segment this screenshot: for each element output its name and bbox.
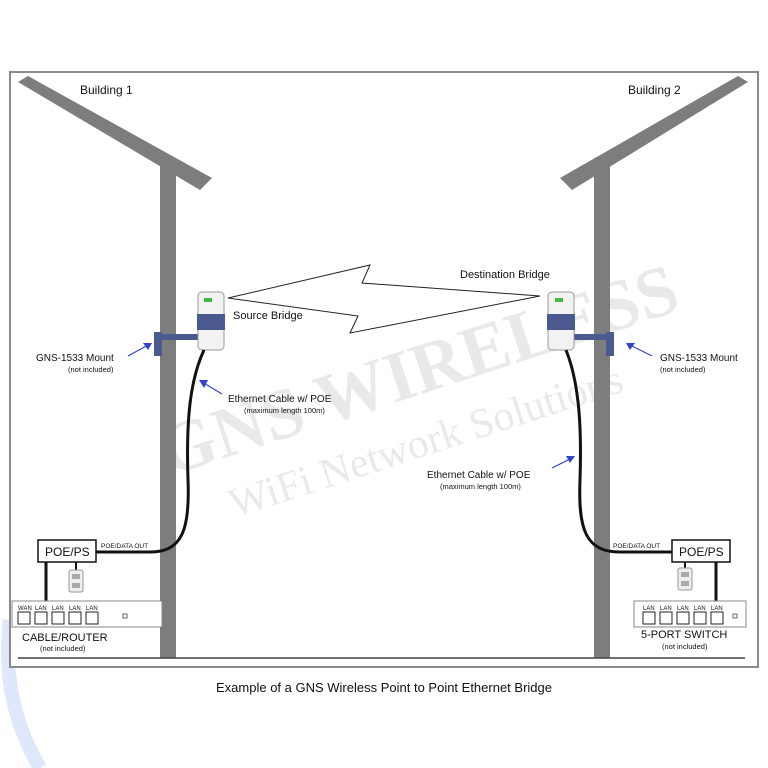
switch-note: (not included) [662,642,708,651]
right-poe-out-label: POE/DATA OUT [613,543,660,550]
switch-port [659,611,673,625]
left-poe-label: POE/PS [45,545,90,559]
router-indicator [122,613,128,619]
wireless-link-icon [227,264,541,334]
left-mount-label: GNS-1533 Mount [36,353,114,364]
switch-port-label: LAN [643,606,655,612]
switch-port-label: LAN [711,606,723,612]
switch-port-label: LAN [677,606,689,612]
router-port-label: LAN [86,606,98,612]
left-ethernet-cable [96,349,206,554]
router-port [68,611,82,625]
switch-port [676,611,690,625]
router-port [85,611,99,625]
right-cable-note: (maximum length 100m) [440,482,521,491]
right-power-outlet-icon [677,567,693,591]
switch-port [693,611,707,625]
building-2-label: Building 2 [628,83,681,97]
left-poe-out-label: POE/DATA OUT [101,543,148,550]
router-title: CABLE/ROUTER [22,632,108,644]
building-1 [18,76,212,658]
switch-port-label: LAN [694,606,706,612]
source-bridge-device [154,291,225,356]
diagram-frame [9,71,759,668]
left-poe-box [37,539,97,563]
router-port-label: WAN [18,606,32,612]
router-port-label: LAN [52,606,64,612]
left-cable-arrowhead [199,380,208,388]
router-port [34,611,48,625]
background-arc [1,619,47,768]
switch-ports: LAN LAN LAN LAN LAN [642,606,724,625]
destination-mount-plate [606,332,614,356]
building-2 [560,76,748,658]
source-bridge-led [204,298,212,302]
router-port [51,611,65,625]
right-mount-arrowhead [626,343,635,350]
right-mount-note: (not included) [660,365,706,374]
switch-port [710,611,724,625]
left-power-outlet-icon [68,569,84,593]
diagram-caption: Example of a GNS Wireless Point to Point… [216,680,552,695]
source-mount-bracket [160,334,202,340]
right-poe-box [671,539,731,563]
left-cable-note: (maximum length 100m) [244,406,325,415]
building-2-wall [594,158,610,658]
right-ethernet-cable [564,349,672,554]
router-port-label: LAN [35,606,47,612]
right-mount-label: GNS-1533 Mount [660,353,738,364]
left-mount-note: (not included) [68,365,114,374]
router-note: (not included) [40,644,86,653]
switch-title: 5-PORT SWITCH [641,629,727,641]
source-bridge-label: Source Bridge [233,310,303,322]
destination-mount-bracket [568,334,610,340]
building-1-wall [160,158,176,658]
source-bridge-clamp [197,314,225,330]
right-cable-arrowhead [566,456,575,463]
destination-bridge-device [547,291,614,356]
destination-bridge-clamp [547,314,575,330]
left-cable-label: Ethernet Cable w/ POE [228,394,332,405]
right-cable-label: Ethernet Cable w/ POE [427,470,531,481]
building-1-label: Building 1 [80,83,133,97]
switch-indicator [732,613,738,619]
switch-port [642,611,656,625]
right-poe-label: POE/PS [679,545,724,559]
destination-bridge-label: Destination Bridge [460,269,550,281]
source-mount-plate [154,332,162,356]
switch-port-label: LAN [660,606,672,612]
router-port-label: LAN [69,606,81,612]
router-port [17,611,31,625]
destination-bridge-led [555,298,563,302]
left-mount-arrowhead [143,343,152,350]
